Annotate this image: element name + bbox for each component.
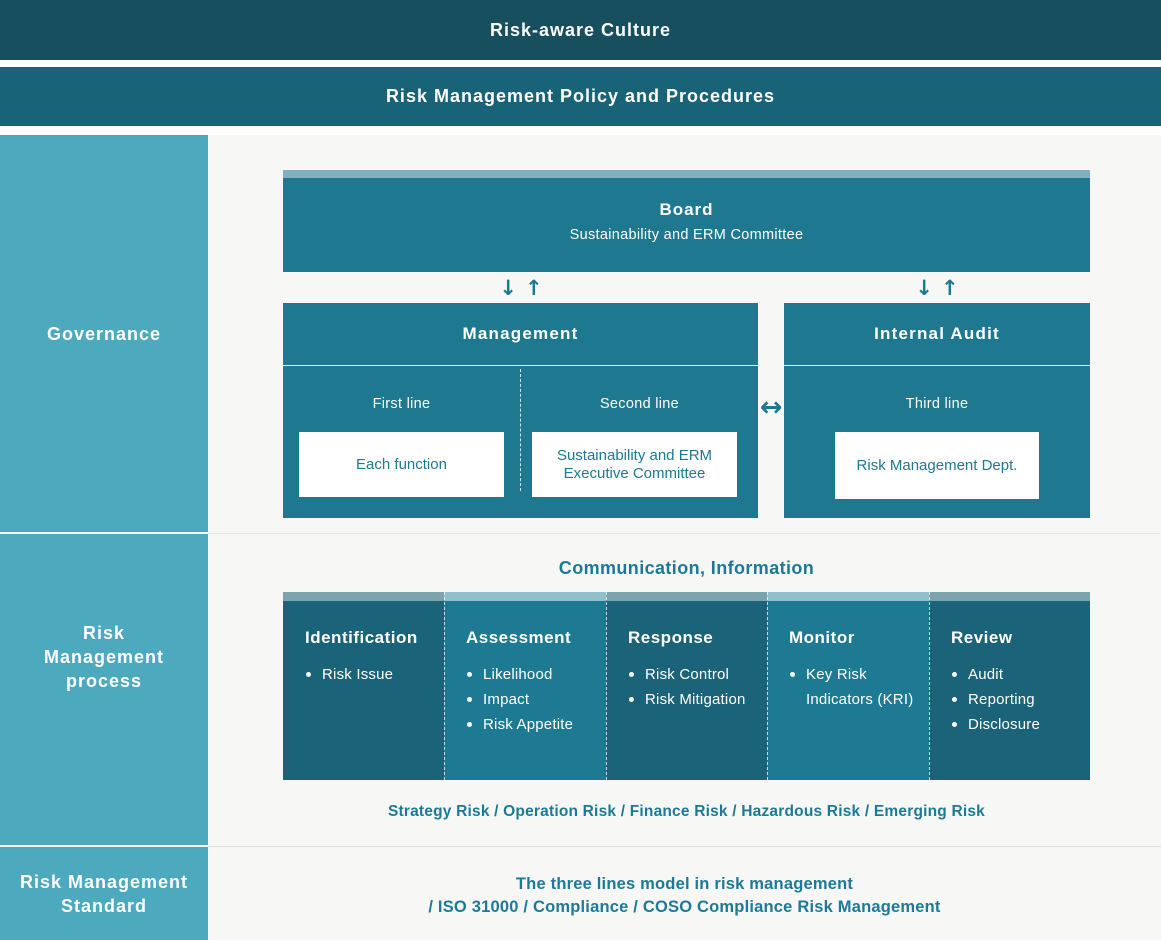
first-line-label: First line — [372, 396, 431, 412]
column-body: Review Audit Reporting Disclosure — [929, 601, 1090, 780]
column-accent-strip — [606, 592, 767, 601]
sidebar-section-standard: Risk Management Standard — [0, 847, 208, 940]
each-function-box: Each function — [299, 432, 504, 497]
risk-aware-culture-bar: Risk-aware Culture — [0, 0, 1161, 60]
column-items: Likelihood Impact Risk Appetite — [444, 662, 606, 737]
column-accent-strip — [444, 592, 606, 601]
column-items: Key Risk Indicators (KRI) — [767, 662, 929, 712]
list-item: Audit — [951, 662, 1082, 687]
column-body: Assessment Likelihood Impact Risk Appeti… — [444, 601, 606, 780]
standard-line-2: / ISO 31000 / Compliance / COSO Complian… — [428, 898, 941, 916]
column-body: Response Risk Control Risk Mitigation — [606, 601, 767, 780]
second-line-label: Second line — [599, 396, 680, 412]
column-body: Identification Risk Issue — [283, 601, 444, 780]
left-right-arrow-icon: ↔ — [759, 392, 783, 423]
column-title: Review — [951, 628, 1013, 647]
management-body: First line Second line Each function Sus… — [283, 366, 758, 518]
board-management-arrows: ↓↑ — [486, 276, 556, 300]
first-second-line-divider — [520, 369, 521, 491]
list-item: Risk Appetite — [466, 712, 598, 737]
process-column-assessment: Assessment Likelihood Impact Risk Appeti… — [444, 592, 606, 780]
risk-types-line: Strategy Risk / Operation Risk / Finance… — [387, 803, 986, 820]
board-title: Board — [659, 200, 714, 219]
list-item: Reporting — [951, 687, 1082, 712]
board-box: Board Sustainability and ERM Committee — [283, 178, 1090, 272]
up-arrow-icon: ↑ — [941, 276, 959, 300]
down-arrow-icon: ↓ — [915, 276, 933, 300]
sidebar-section-process: Risk Management process — [0, 534, 208, 845]
list-item: Risk Issue — [305, 662, 436, 687]
column-divider — [444, 592, 445, 780]
down-arrow-icon: ↓ — [499, 276, 517, 300]
risk-policy-bar: Risk Management Policy and Procedures — [0, 67, 1161, 126]
risk-management-standard-text: The three lines model in risk management… — [208, 873, 1161, 919]
list-item: Likelihood — [466, 662, 598, 687]
process-standard-divider — [208, 846, 1161, 847]
column-divider — [767, 592, 768, 780]
communication-information-heading: Communication, Information — [558, 558, 815, 578]
management-title: Management — [283, 303, 758, 366]
sidebar-label-process: Risk Management process — [43, 622, 165, 691]
process-column-response: Response Risk Control Risk Mitigation — [606, 592, 767, 780]
column-body: Monitor Key Risk Indicators (KRI) — [767, 601, 929, 780]
internal-audit-body: Third line Risk Management Dept. — [784, 366, 1090, 518]
column-title: Identification — [305, 628, 418, 647]
column-title: Assessment — [466, 628, 572, 647]
governance-process-divider — [208, 533, 1161, 534]
column-accent-strip — [767, 592, 929, 601]
column-accent-strip — [929, 592, 1090, 601]
column-divider — [929, 592, 930, 780]
process-column-identification: Identification Risk Issue — [283, 592, 444, 780]
list-item: Key Risk Indicators (KRI) — [789, 662, 921, 712]
list-item: Risk Mitigation — [628, 687, 759, 712]
third-line-label: Third line — [905, 396, 969, 412]
column-items: Audit Reporting Disclosure — [929, 662, 1090, 737]
risk-management-dept-box: Risk Management Dept. — [835, 432, 1039, 499]
board-audit-arrows: ↓↑ — [902, 276, 972, 300]
column-accent-strip — [283, 592, 444, 601]
process-column-review: Review Audit Reporting Disclosure — [929, 592, 1090, 780]
board-accent-strip — [283, 170, 1090, 178]
list-item: Disclosure — [951, 712, 1082, 737]
column-divider — [606, 592, 607, 780]
list-item: Risk Control — [628, 662, 759, 687]
sidebar-section-governance: Governance — [0, 135, 208, 532]
sidebar-label-standard: Risk Management Standard — [19, 871, 189, 916]
erm-executive-committee-box: Sustainability and ERM Executive Committ… — [532, 432, 737, 497]
process-column-monitor: Monitor Key Risk Indicators (KRI) — [767, 592, 929, 780]
column-title: Monitor — [789, 628, 855, 647]
internal-audit-box: Internal Audit Third line Risk Managemen… — [784, 303, 1090, 518]
column-items: Risk Control Risk Mitigation — [606, 662, 767, 712]
list-item: Impact — [466, 687, 598, 712]
internal-audit-title: Internal Audit — [784, 303, 1090, 366]
management-box: Management First line Second line Each f… — [283, 303, 758, 518]
board-subtitle: Sustainability and ERM Committee — [569, 227, 804, 243]
up-arrow-icon: ↑ — [525, 276, 543, 300]
column-items: Risk Issue — [283, 662, 444, 687]
sidebar-label-governance: Governance — [46, 323, 162, 344]
column-title: Response — [628, 628, 714, 647]
standard-line-1: The three lines model in risk management — [515, 875, 854, 893]
